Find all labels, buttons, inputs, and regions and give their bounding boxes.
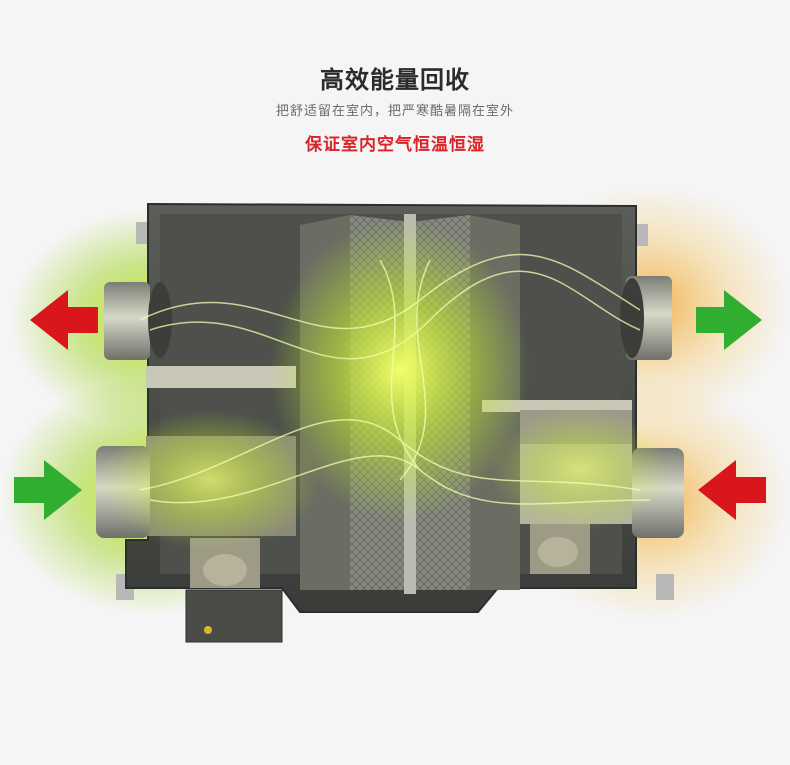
page-tagline: 保证室内空气恒温恒湿 xyxy=(305,135,485,155)
bracket-top-right xyxy=(634,224,648,246)
arrow-right-green-lower xyxy=(14,460,82,520)
page-subtitle: 把舒适留在室内，把严寒酷暑隔在室外 xyxy=(275,104,514,119)
left-fan-glow xyxy=(100,410,320,550)
arrow-left-red-upper xyxy=(30,290,98,350)
duct-upper-left xyxy=(104,282,172,360)
left-upper-shelf xyxy=(146,366,296,388)
left-motor-cap xyxy=(203,554,247,586)
arrow-right-green-upper xyxy=(696,290,762,350)
right-motor-cap xyxy=(538,537,578,567)
page-title: 高效能量回收 xyxy=(320,66,470,94)
bracket-bottom-right xyxy=(656,574,674,600)
duct-upper-right xyxy=(620,276,672,360)
airflow-swirls xyxy=(139,253,651,505)
arrow-left-red-lower xyxy=(698,460,766,520)
control-box-led xyxy=(204,626,212,634)
energy-core-glow xyxy=(270,220,530,520)
control-box xyxy=(185,589,283,643)
right-fan-glow xyxy=(490,410,670,530)
bracket-top-left xyxy=(136,222,150,244)
